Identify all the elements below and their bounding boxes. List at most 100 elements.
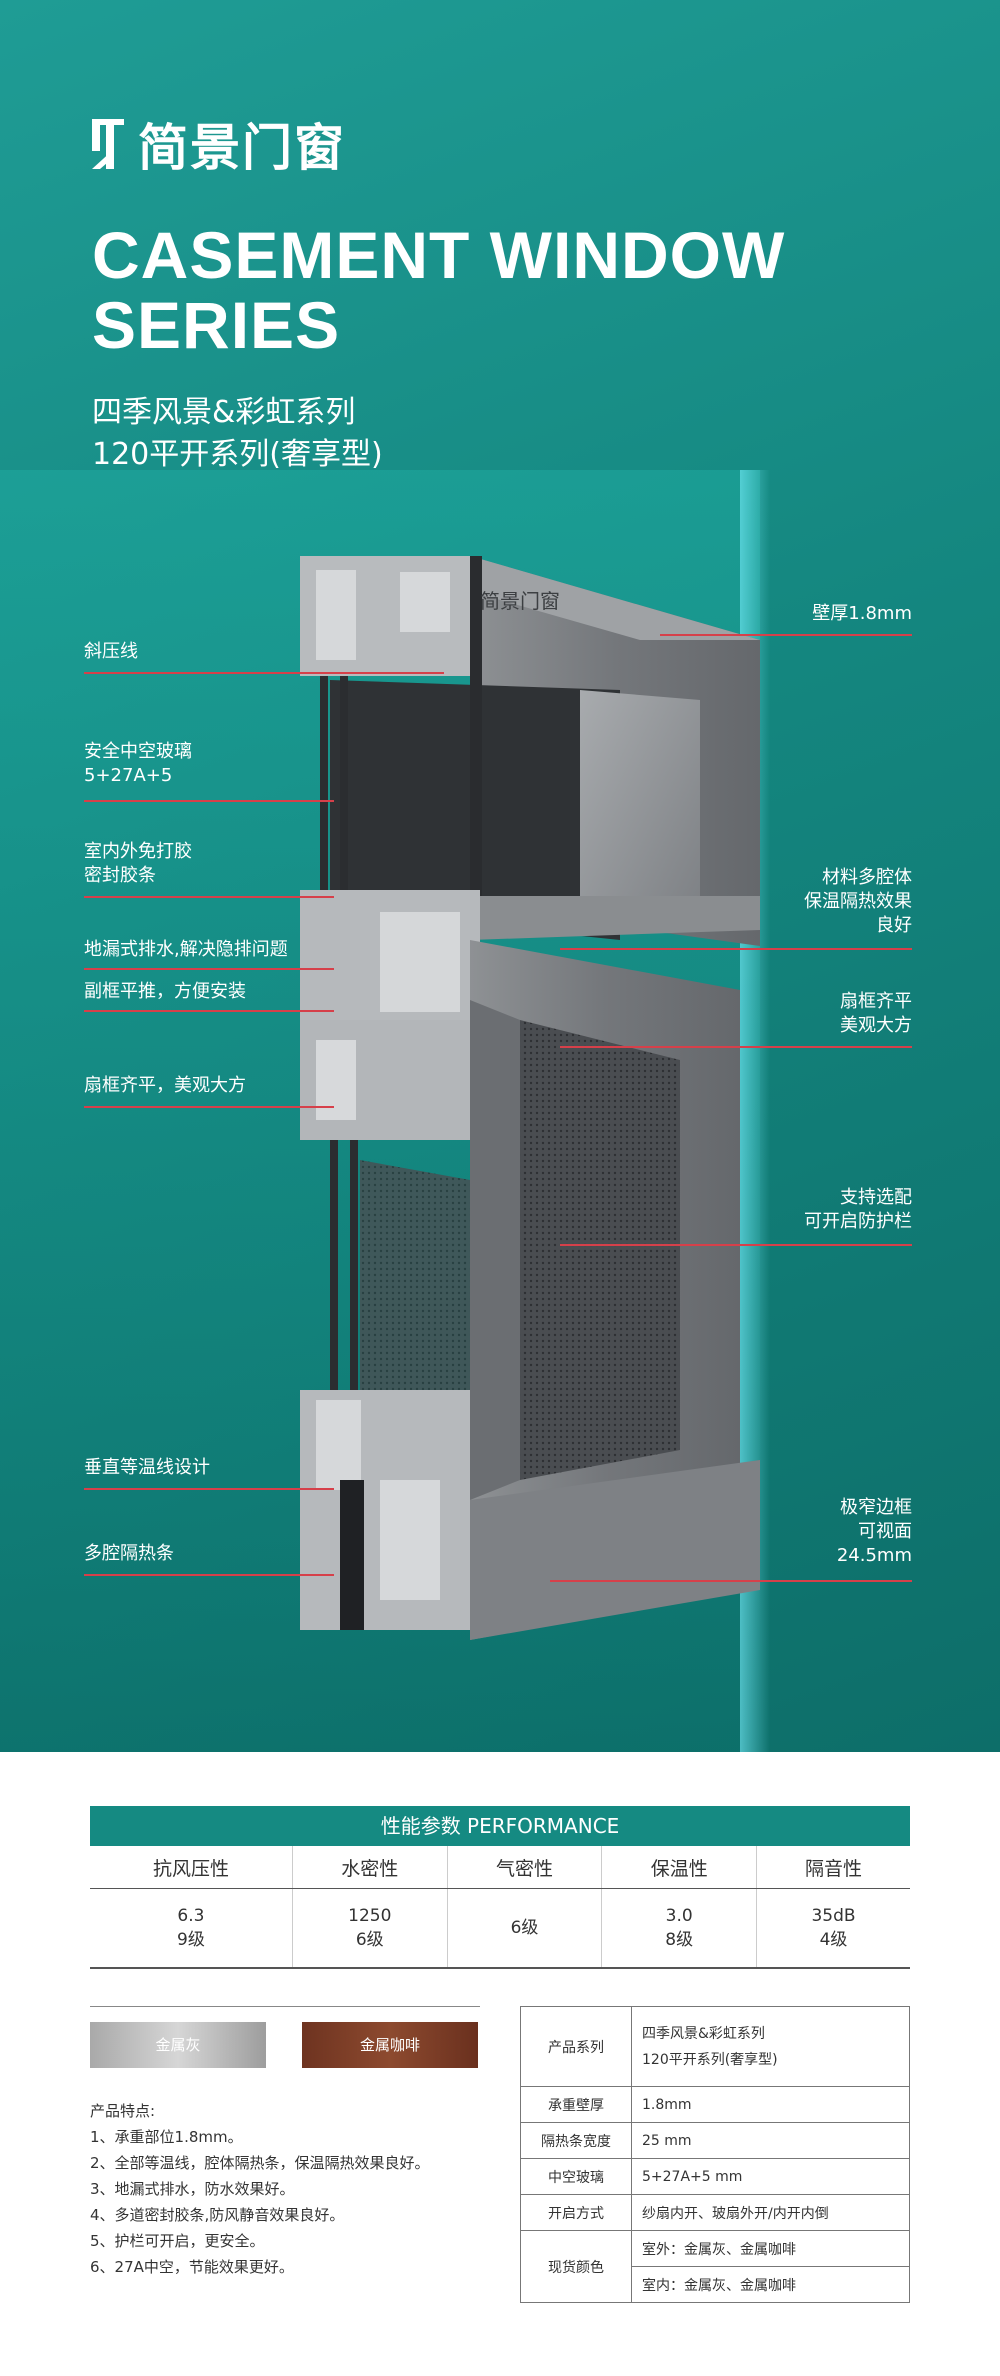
value-insulation: 3.0 8级 [601, 1888, 757, 1969]
spec-label: 现货颜色 [520, 2230, 632, 2303]
spec-value: 室外：金属灰、金属咖啡 [631, 2230, 910, 2267]
callout-text: 地漏式排水,解决隐排问题 [84, 939, 288, 960]
value-air: 6级 [446, 1888, 602, 1969]
spec-value: 25 mm [631, 2122, 910, 2159]
callout-text: 室内外免打胶 [84, 841, 192, 862]
spec-label: 开启方式 [520, 2194, 632, 2231]
callout-line [660, 634, 912, 636]
swatch-metal-gray: 金属灰 [90, 2022, 266, 2068]
spec-value: 1.8mm [631, 2086, 910, 2123]
callout-line [550, 1580, 912, 1582]
value-main: 3.0 [665, 1906, 693, 1926]
spec-row-open: 开启方式 纱扇内开、玻扇外开/内开内倒 [520, 2194, 910, 2231]
callout-line [84, 1574, 334, 1576]
spec-value: 室内：金属灰、金属咖啡 [631, 2266, 910, 2303]
spec-row-glass: 中空玻璃 5+27A+5 mm [520, 2158, 910, 2195]
callout-left-8: 多腔隔热条 [84, 1542, 174, 1566]
spec-row-series: 产品系列 四季风景&彩虹系列 120平开系列(奢享型) [520, 2006, 910, 2087]
header-wind: 抗风压性 [90, 1846, 293, 1889]
spec-label: 承重壁厚 [520, 2086, 632, 2123]
brand-name: 简景门窗 [138, 119, 346, 177]
window-profile-illustration: 简景门窗 [300, 556, 760, 1640]
callout-right-3: 扇框齐平 美观大方 [840, 990, 912, 1038]
spec-value: 四季风景&彩虹系列 120平开系列(奢享型) [631, 2006, 910, 2087]
feature-item: 5、护栏可开启，更安全。 [90, 2232, 265, 2250]
callout-text: 多腔隔热条 [84, 1543, 174, 1564]
performance-table: 抗风压性 水密性 气密性 保温性 隔音性 6.3 9级 1250 6级 6级 [90, 1846, 910, 1969]
callout-line [84, 896, 334, 898]
callout-text: 扇框齐平 [840, 991, 912, 1012]
callout-line [84, 800, 334, 802]
callout-text: 垂直等温线设计 [84, 1457, 210, 1478]
callout-right-2: 材料多腔体 保温隔热效果 良好 [804, 866, 912, 938]
callout-text: 扇框齐平，美观大方 [84, 1075, 246, 1096]
title-line-2: SERIES [92, 288, 341, 362]
callout-line [560, 1244, 912, 1246]
callout-text: 副框平推，方便安装 [84, 981, 246, 1002]
callout-text: 保温隔热效果 [804, 891, 912, 912]
value-grade: 6级 [355, 1930, 384, 1950]
spec-row-wall: 承重壁厚 1.8mm [520, 2086, 910, 2123]
feature-item: 4、多道密封胶条,防风静音效果良好。 [90, 2206, 345, 2224]
swatch-metal-coffee: 金属咖啡 [302, 2022, 478, 2068]
header-sound: 隔音性 [756, 1846, 910, 1889]
spec-row-strip: 隔热条宽度 25 mm [520, 2122, 910, 2159]
spec-label: 产品系列 [520, 2006, 632, 2087]
page-subtitle: 四季风景&彩虹系列 120平开系列(奢享型) [92, 392, 383, 476]
callout-line [84, 1010, 334, 1012]
subtitle-line-2: 120平开系列(奢享型) [92, 437, 383, 472]
performance-title: 性能参数 PERFORMANCE [90, 1806, 910, 1846]
spec-row-color-2: 室内：金属灰、金属咖啡 [521, 2266, 910, 2303]
divider [90, 2006, 480, 2007]
spec-row-color-1: 现货颜色 室外：金属灰、金属咖啡 [520, 2230, 910, 2303]
callout-left-6: 扇框齐平，美观大方 [84, 1074, 246, 1098]
value-main: 6级 [510, 1918, 539, 1938]
header-water: 水密性 [291, 1846, 448, 1889]
spec-label: 隔热条宽度 [520, 2122, 632, 2159]
hero-section: 简景门窗 CASEMENT WINDOW SERIES 四季风景&彩虹系列 12… [0, 0, 1000, 1752]
spec-value: 5+27A+5 mm [631, 2158, 910, 2195]
callout-text: 壁厚1.8mm [812, 603, 912, 624]
callout-left-7: 垂直等温线设计 [84, 1456, 210, 1480]
callout-left-1: 斜压线 [84, 640, 138, 664]
value-grade: 4级 [819, 1930, 848, 1950]
page-title: CASEMENT WINDOW SERIES [92, 220, 785, 360]
callout-right-1: 壁厚1.8mm [812, 602, 912, 626]
callout-left-4: 地漏式排水,解决隐排问题 [84, 938, 288, 962]
callout-line [84, 968, 334, 970]
features-title: 产品特点: [90, 2102, 156, 2120]
value-sound: 35dB 4级 [756, 1888, 910, 1969]
performance-value-row: 6.3 9级 1250 6级 6级 3.0 8级 35dB 4级 [90, 1888, 910, 1969]
header-insulation: 保温性 [601, 1846, 757, 1889]
callout-text: 可视面 [858, 1521, 912, 1542]
spec-table: 产品系列 四季风景&彩虹系列 120平开系列(奢享型) 承重壁厚 1.8mm 隔… [520, 2006, 910, 2303]
feature-item: 6、27A中空，节能效果更好。 [90, 2258, 294, 2276]
callout-text: 安全中空玻璃 [84, 741, 192, 762]
callout-left-2: 安全中空玻璃 5+27A+5 [84, 740, 192, 788]
value-main: 1250 [348, 1906, 392, 1926]
feature-item: 1、承重部位1.8mm。 [90, 2128, 243, 2146]
feature-item: 2、全部等温线，腔体隔热条，保温隔热效果良好。 [90, 2154, 430, 2172]
value-water: 1250 6级 [291, 1888, 448, 1969]
callout-text: 材料多腔体 [822, 867, 912, 888]
callout-text: 美观大方 [840, 1015, 912, 1036]
feature-item: 3、地漏式排水，防水效果好。 [90, 2180, 295, 2198]
callout-text: 支持选配 [840, 1187, 912, 1208]
profile-logo: 简景门窗 [480, 589, 560, 613]
brand-logo: 简景门窗 [92, 108, 346, 180]
spec-label: 中空玻璃 [520, 2158, 632, 2195]
spec-value: 纱扇内开、玻扇外开/内开内倒 [631, 2194, 910, 2231]
callout-line [84, 1488, 334, 1490]
callout-text: 可开启防护栏 [804, 1211, 912, 1232]
callout-line [84, 672, 444, 674]
title-line-1: CASEMENT WINDOW [92, 218, 786, 292]
callout-left-3: 室内外免打胶 密封胶条 [84, 840, 192, 888]
header-air: 气密性 [446, 1846, 602, 1889]
feature-list: 产品特点: 1、承重部位1.8mm。 2、全部等温线，腔体隔热条，保温隔热效果良… [90, 2098, 430, 2280]
subtitle-line-1: 四季风景&彩虹系列 [92, 395, 356, 430]
callout-text: 24.5mm [836, 1545, 912, 1566]
brand-mark-icon [92, 119, 124, 169]
spec-value-line: 120平开系列(奢享型) [642, 2051, 778, 2068]
callout-line [560, 1046, 912, 1048]
